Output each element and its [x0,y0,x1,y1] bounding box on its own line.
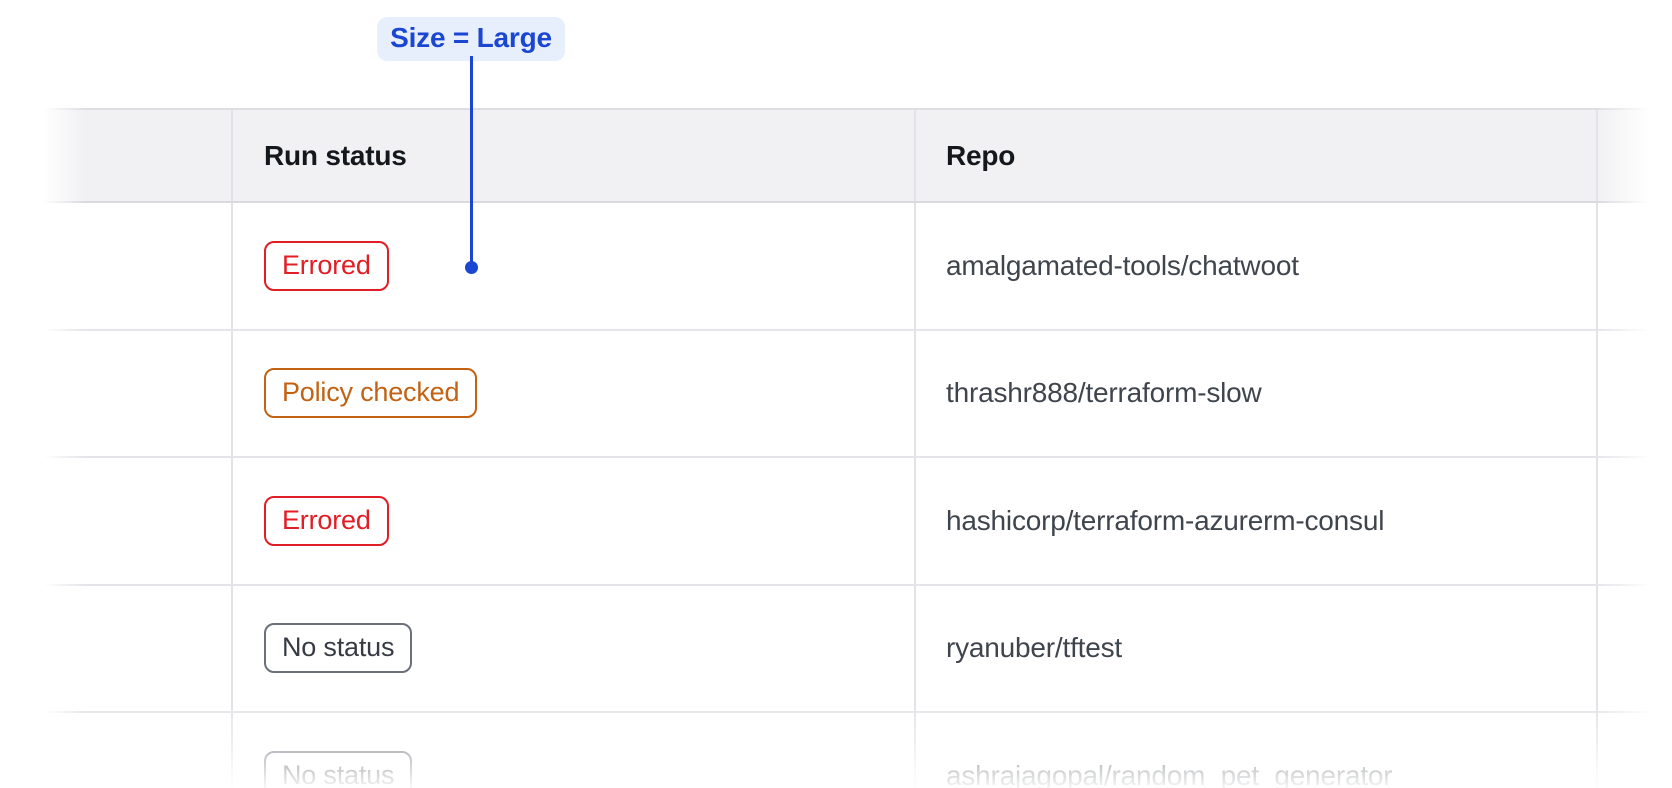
row-cell-run-status: No status [233,585,916,711]
workspaces-table: Run status Repo Errored amalgamated-tool… [0,108,1672,788]
repo-name: thrashr888/terraform-slow [946,377,1262,409]
repo-header-label: Repo [946,139,1016,171]
table-row[interactable]: Errored amalgamated-tools/chatwoot [0,203,1672,331]
run-status-badge: No status [264,750,413,788]
row-cell-extra [1598,458,1672,584]
run-status-badge: No status [264,623,413,674]
table-row[interactable]: No status ryanuber/tftest [0,585,1672,713]
header-cell-spacer [0,110,233,201]
annotation-pointer-dot [465,261,478,274]
row-cell-spacer [0,458,233,584]
row-cell-spacer [0,203,233,329]
run-status-badge: Errored [264,240,389,291]
row-cell-repo: thrashr888/terraform-slow [916,330,1598,456]
row-cell-extra [1598,331,1672,457]
row-cell-run-status: Errored [233,203,916,329]
size-large-annotation-label: Size = Large [377,17,565,61]
row-cell-spacer [0,713,233,788]
row-cell-extra [1598,586,1672,712]
table-row[interactable]: No status ashrajagopal/random_pet_genera… [0,713,1672,788]
repo-name: hashicorp/terraform-azurerm-consul [946,504,1385,536]
row-cell-repo: hashicorp/terraform-azurerm-consul [916,458,1598,584]
table-header-row: Run status Repo [0,108,1672,203]
run-status-header-label: Run status [264,139,407,171]
table-body: Errored amalgamated-tools/chatwoot Polic… [0,203,1672,788]
row-cell-run-status: Errored [233,458,916,584]
header-cell-repo: Repo [916,110,1598,201]
table-row[interactable]: Policy checked thrashr888/terraform-slow [0,330,1672,458]
row-cell-run-status: Policy checked [233,330,916,456]
row-cell-repo: amalgamated-tools/chatwoot [916,203,1598,329]
annotation-pointer-line [470,56,473,263]
run-status-badge: Policy checked [264,368,478,419]
row-cell-repo: ashrajagopal/random_pet_generator [916,713,1598,788]
repo-name: ryanuber/tftest [946,632,1122,664]
row-cell-spacer [0,330,233,456]
repo-name: ashrajagopal/random_pet_generator [946,759,1393,788]
row-cell-spacer [0,585,233,711]
row-cell-extra [1598,203,1672,329]
header-cell-extra [1598,110,1672,201]
run-status-badge: Errored [264,495,389,546]
repo-name: amalgamated-tools/chatwoot [946,249,1299,281]
table-row[interactable]: Errored hashicorp/terraform-azurerm-cons… [0,458,1672,586]
row-cell-repo: ryanuber/tftest [916,585,1598,711]
row-cell-run-status: No status [233,713,916,788]
row-cell-extra [1598,713,1672,788]
header-cell-run-status: Run status [233,110,916,201]
